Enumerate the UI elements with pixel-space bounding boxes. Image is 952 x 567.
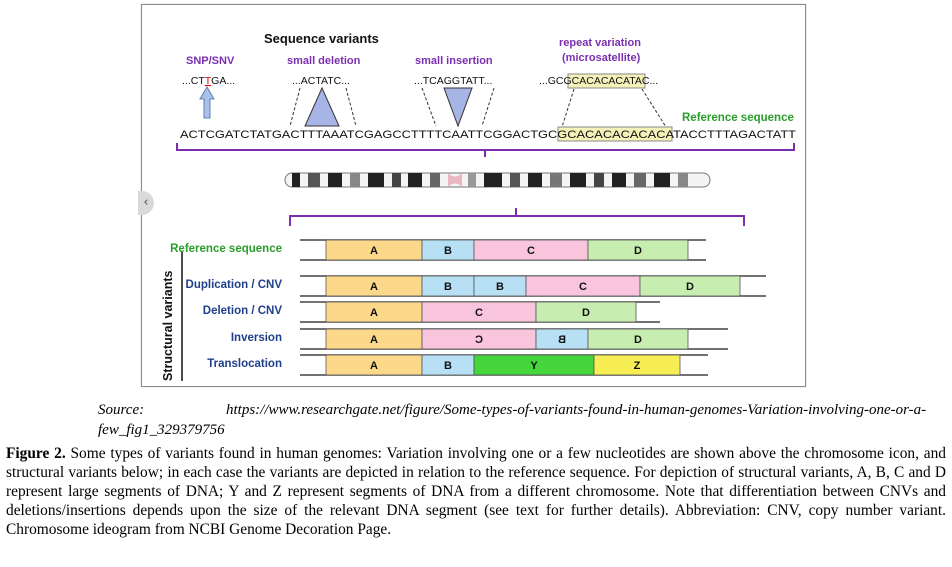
small-insertion-sequence: ...TCAGGTATT... [414, 75, 492, 87]
caption-lead: Figure 2. [6, 445, 66, 462]
row-label: Inversion [231, 332, 282, 344]
variants-diagram: Sequence variants SNP/SNV ...CTTGA... sm… [161, 31, 796, 381]
snp-label: SNP/SNV [186, 55, 235, 67]
segment-label: B [558, 334, 566, 346]
segment-label: B [444, 245, 452, 257]
reference-sequence-label: Reference sequence [682, 112, 794, 124]
variants-figure: Sequence variants SNP/SNV ...CTTGA... sm… [141, 4, 806, 387]
segment-label: B [444, 360, 452, 372]
small-insertion-label: small insertion [415, 55, 493, 67]
repeat-box-top [567, 73, 646, 89]
row-label: Duplication / CNV [186, 279, 283, 291]
segment-label: D [686, 281, 694, 293]
segment-label: Z [634, 360, 641, 372]
microsatellite-label: (microsatellite) [562, 52, 641, 64]
repeat-sequence: ...GCGCACACACATAC... [539, 75, 658, 87]
insertion-triangle-icon [421, 87, 495, 128]
row-label: Deletion / CNV [203, 305, 283, 317]
segment-d [587, 239, 689, 261]
figure-source: Source:https://www.researchgate.net/figu… [98, 400, 946, 440]
figure-caption: Figure 2. Some types of variants found i… [6, 444, 946, 539]
segment-label: C [579, 281, 587, 293]
snp-sequence: ...CTTGA... [182, 75, 235, 87]
small-deletion-sequence: ...ACTATC... [292, 75, 350, 87]
segment-d [535, 301, 637, 323]
source-label: Source: [98, 402, 145, 418]
segment-d [587, 328, 689, 350]
segment-label: C [527, 245, 535, 257]
segment-label: Y [530, 360, 538, 372]
deletion-triangle-icon [289, 86, 357, 127]
previous-figure-arrow-icon[interactable]: ‹ [138, 191, 154, 215]
segment-label: A [370, 334, 378, 346]
reference-sequence: ACTCGATCTATGACTTTAAATCGAGCCTTTTCAATTCGGA… [180, 129, 796, 141]
segment-label: A [370, 360, 378, 372]
segment-label: A [370, 245, 378, 257]
segment-label: D [634, 245, 642, 257]
segment-label: C [475, 307, 483, 319]
segment-label: B [444, 281, 452, 293]
segment-label: D [634, 334, 642, 346]
segment-d [639, 275, 741, 297]
caption-text: Some types of variants found in human ge… [6, 445, 946, 538]
small-deletion-label: small deletion [287, 55, 361, 67]
repeat-variation-label: repeat variation [559, 37, 641, 49]
segment-label: A [370, 307, 378, 319]
sequence-variants-title: Sequence variants [264, 31, 379, 46]
row-label: Translocation [207, 358, 282, 370]
segment-label: C [475, 334, 483, 346]
segment-label: B [496, 281, 504, 293]
segment-z [593, 354, 681, 376]
structural-variants-axis-label: Structural variants [161, 270, 175, 381]
repeat-box-reference [557, 126, 673, 142]
segment-label: D [582, 307, 590, 319]
segment-label: A [370, 281, 378, 293]
row-label: Reference sequence [170, 243, 282, 255]
reference-bracket [176, 143, 795, 157]
chromosome-ideogram-icon [284, 172, 711, 188]
snp-arrow-icon [199, 86, 215, 119]
source-url: https://www.researchgate.net/figure/Some… [98, 402, 927, 438]
structural-bracket [289, 208, 745, 226]
